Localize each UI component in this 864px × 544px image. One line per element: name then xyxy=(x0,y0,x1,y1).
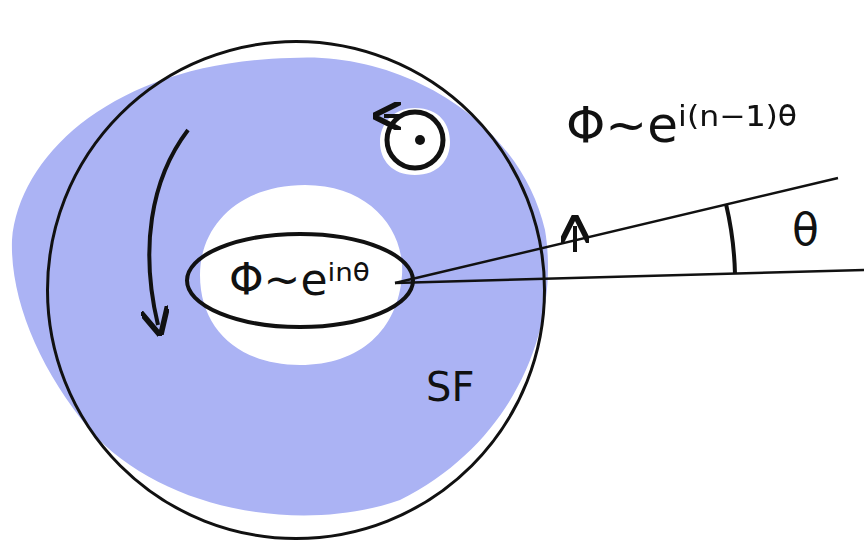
angle-arc xyxy=(726,204,735,274)
flow-arrow xyxy=(149,130,188,325)
node-text: SF xyxy=(426,365,474,409)
superfluid-region xyxy=(12,57,548,515)
vortex-arrow xyxy=(384,114,402,118)
vortex-circle xyxy=(387,112,443,168)
outline-shape xyxy=(187,234,413,327)
field-label: Φ~eⁱ⁽ⁿ⁻¹⁾ᶿ xyxy=(566,98,799,153)
reference-line xyxy=(395,270,864,283)
tangent-arrow xyxy=(573,226,577,252)
node-text: Φ~eⁱⁿᶿ xyxy=(229,256,371,304)
vortex-dot xyxy=(415,135,425,145)
outer-circle: SF Φ~eⁱⁿᶿ xyxy=(46,40,546,540)
inner-circle: Φ~eⁱⁿᶿ xyxy=(185,232,415,329)
angle-line xyxy=(395,178,838,283)
angle-label: θ xyxy=(792,206,819,254)
outline-shape xyxy=(48,42,545,539)
